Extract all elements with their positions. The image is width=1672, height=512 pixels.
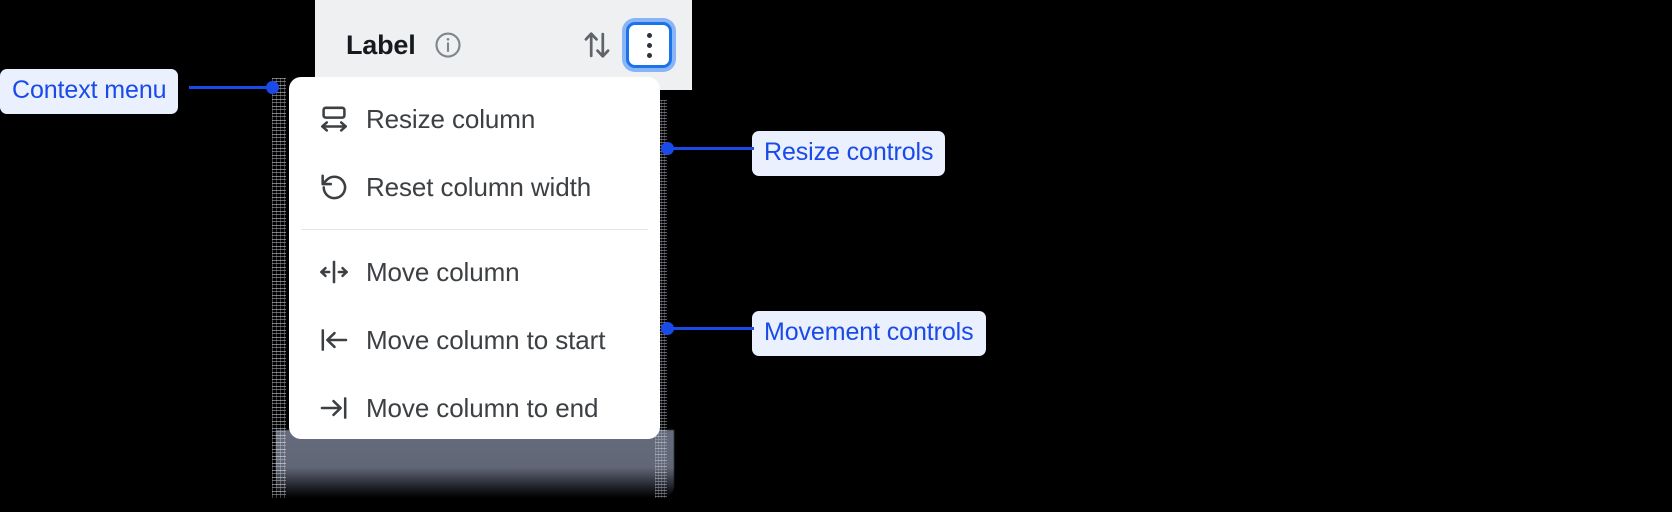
page-title: Label — [346, 29, 416, 60]
rotate-ccw-icon — [318, 171, 350, 203]
menu-item-label: Move column — [366, 256, 520, 287]
annotation-endpoint-resize-controls — [661, 142, 674, 155]
column-header-panel: Label — [315, 0, 692, 90]
menu-item-label: Resize column — [366, 103, 536, 134]
annotation-endpoint-movement-controls — [661, 322, 674, 335]
column-header-row: Label — [315, 0, 692, 90]
menu-item-label: Move column to end — [366, 392, 599, 423]
context-menu: Resize column Reset column width — [289, 77, 660, 439]
menu-edge-artifact-left — [272, 78, 286, 498]
move-to-end-icon — [318, 392, 350, 424]
annotation-leader-line-context-menu — [189, 86, 271, 89]
kebab-dot-3 — [646, 52, 652, 58]
kebab-dot-1 — [646, 32, 652, 38]
sort-up-down-icon[interactable] — [580, 27, 614, 63]
move-column-icon — [318, 256, 350, 288]
menu-group-resize: Resize column Reset column width — [289, 77, 660, 221]
annotation-leader-line-movement-controls — [668, 327, 754, 330]
resize-column-icon — [318, 103, 350, 135]
annotation-endpoint-context-menu — [266, 81, 279, 94]
menu-drop-shadow — [276, 430, 674, 498]
menu-item-label: Move column to start — [366, 324, 606, 355]
kebab-dot-2 — [646, 42, 652, 48]
menu-item-reset-column-width[interactable]: Reset column width — [289, 153, 660, 221]
menu-group-movement: Move column Move column to start Mov — [289, 238, 660, 439]
menu-item-move-column-to-start[interactable]: Move column to start — [289, 306, 660, 374]
annotation-context-menu: Context menu — [0, 69, 179, 114]
menu-divider — [301, 229, 648, 230]
menu-item-move-column-to-end[interactable]: Move column to end — [289, 374, 660, 439]
menu-item-resize-column[interactable]: Resize column — [289, 85, 660, 153]
menu-item-move-column[interactable]: Move column — [289, 238, 660, 306]
move-to-start-icon — [318, 324, 350, 356]
annotation-resize-controls: Resize controls — [752, 131, 946, 176]
more-vertical-icon[interactable] — [626, 22, 672, 68]
annotation-movement-controls: Movement controls — [752, 311, 986, 356]
info-circle-icon[interactable] — [433, 30, 463, 60]
annotation-leader-line-resize-controls — [668, 147, 754, 150]
menu-item-label: Reset column width — [366, 171, 592, 202]
